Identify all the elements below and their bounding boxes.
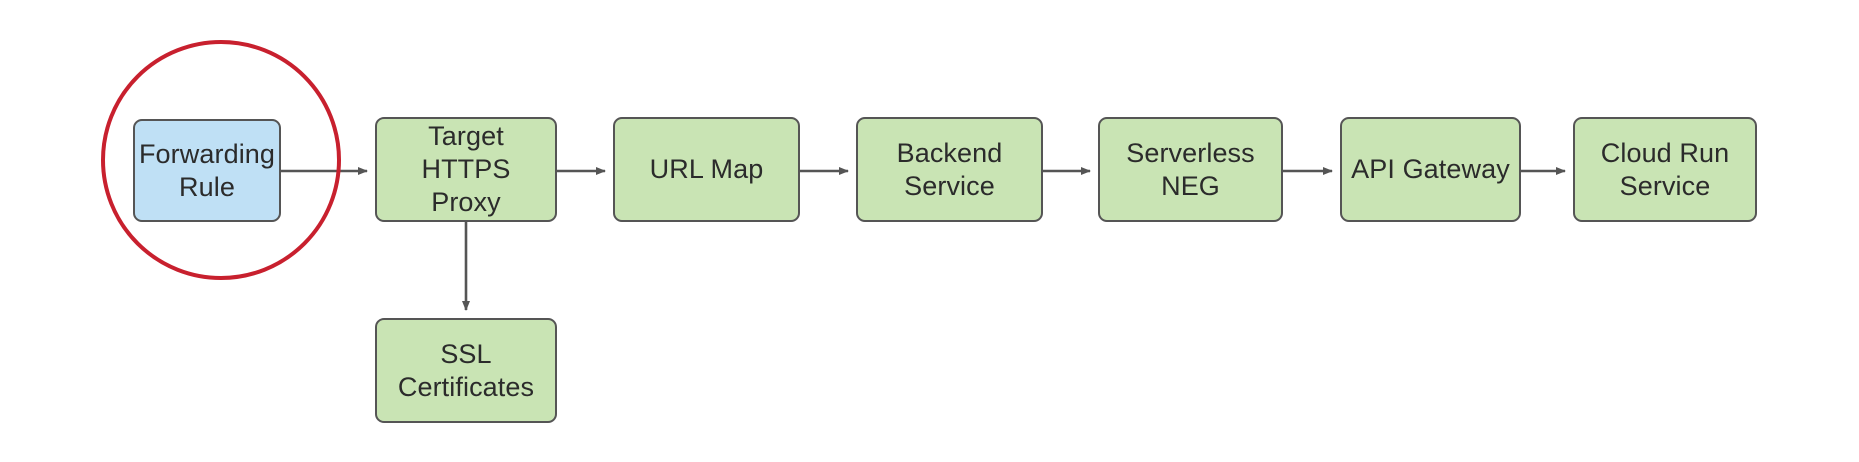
node-api-gateway[interactable]: API Gateway: [1340, 117, 1521, 222]
node-target-https-proxy[interactable]: Target HTTPS Proxy: [375, 117, 557, 222]
node-url-map[interactable]: URL Map: [613, 117, 800, 222]
highlight-circle-annotation: [101, 40, 341, 280]
node-cloud-run-service[interactable]: Cloud Run Service: [1573, 117, 1757, 222]
node-forwarding-rule[interactable]: Forwarding Rule: [133, 119, 281, 222]
node-serverless-neg[interactable]: Serverless NEG: [1098, 117, 1283, 222]
node-ssl-certificates[interactable]: SSL Certificates: [375, 318, 557, 423]
node-backend-service[interactable]: Backend Service: [856, 117, 1043, 222]
